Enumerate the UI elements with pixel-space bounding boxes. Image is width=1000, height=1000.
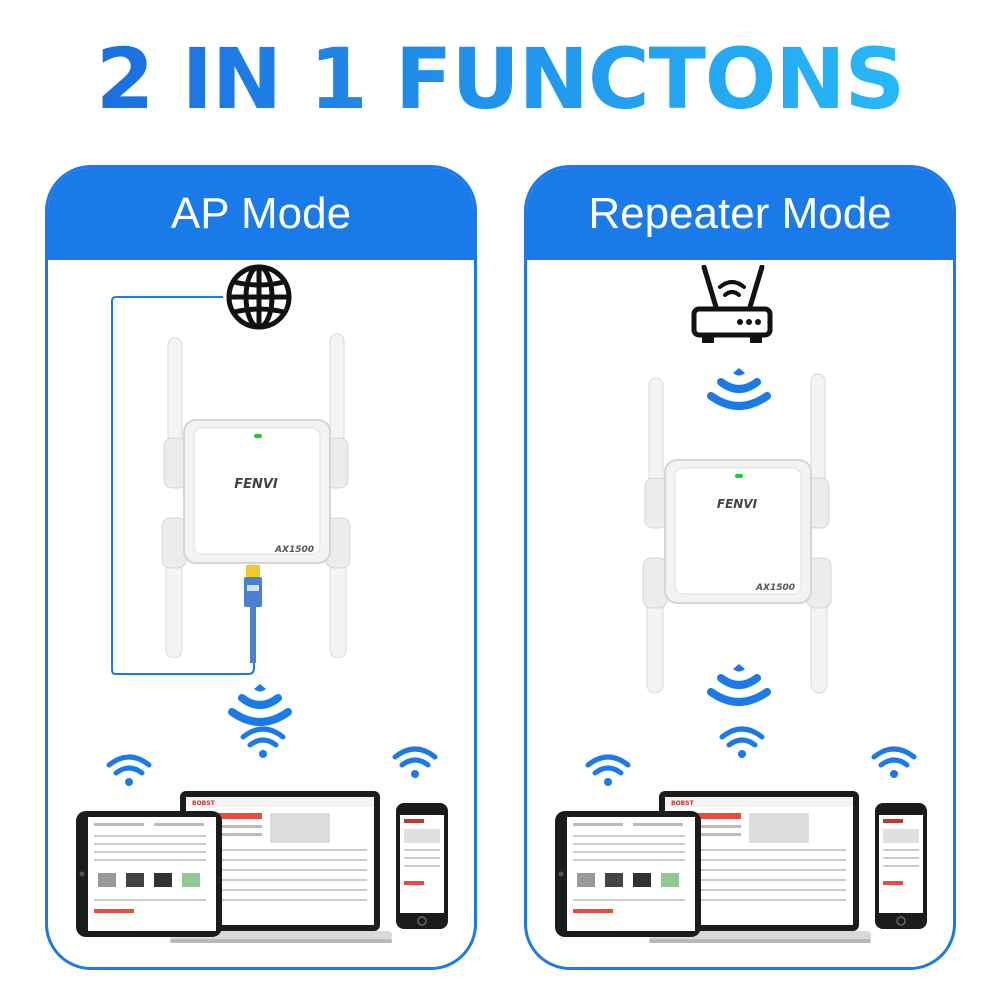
ap-mode-title: AP Mode bbox=[170, 189, 352, 238]
wifi-down-icon bbox=[707, 664, 771, 706]
wifi-icon bbox=[106, 754, 152, 786]
device-model: AX1500 bbox=[274, 545, 314, 555]
device-brand: FENVI bbox=[717, 497, 758, 511]
headline-text: 2 IN 1 FUNCTONS bbox=[96, 30, 904, 128]
wifi-icon bbox=[240, 726, 286, 758]
client-devices: BOBST bbox=[553, 726, 933, 963]
phone-icon bbox=[875, 803, 927, 929]
ethernet-plug-icon bbox=[244, 565, 262, 663]
globe-icon bbox=[226, 264, 292, 330]
repeater-mode-header: Repeater Mode bbox=[527, 168, 953, 260]
ap-mode-panel: AP Mode FENVI AX1500 bbox=[45, 165, 477, 970]
site-logo: BOBST bbox=[671, 800, 695, 807]
headline: 2 IN 1 FUNCTONS bbox=[0, 28, 1000, 128]
repeater-mode-panel: Repeater Mode FENVI AX1500 bbox=[524, 165, 956, 970]
wifi-down-icon bbox=[228, 684, 292, 726]
ap-mode-header: AP Mode bbox=[48, 168, 474, 260]
wifi-down-icon bbox=[707, 368, 771, 410]
router-icon bbox=[691, 265, 773, 343]
network-cable-line bbox=[111, 296, 255, 675]
fenvi-extender-device: FENVI AX1500 bbox=[161, 333, 351, 658]
wifi-icon bbox=[585, 754, 631, 786]
fenvi-extender-device: FENVI AX1500 bbox=[642, 373, 832, 694]
wifi-icon bbox=[871, 746, 917, 778]
site-logo: BOBST bbox=[192, 800, 216, 807]
tablet-icon bbox=[76, 811, 222, 937]
device-model: AX1500 bbox=[755, 583, 795, 593]
wifi-icon bbox=[719, 726, 765, 758]
tablet-icon bbox=[555, 811, 701, 937]
repeater-mode-title: Repeater Mode bbox=[588, 189, 892, 238]
wifi-icon bbox=[392, 746, 438, 778]
client-devices: BOBST bbox=[74, 726, 454, 963]
device-brand: FENVI bbox=[234, 477, 278, 492]
phone-icon bbox=[396, 803, 448, 929]
